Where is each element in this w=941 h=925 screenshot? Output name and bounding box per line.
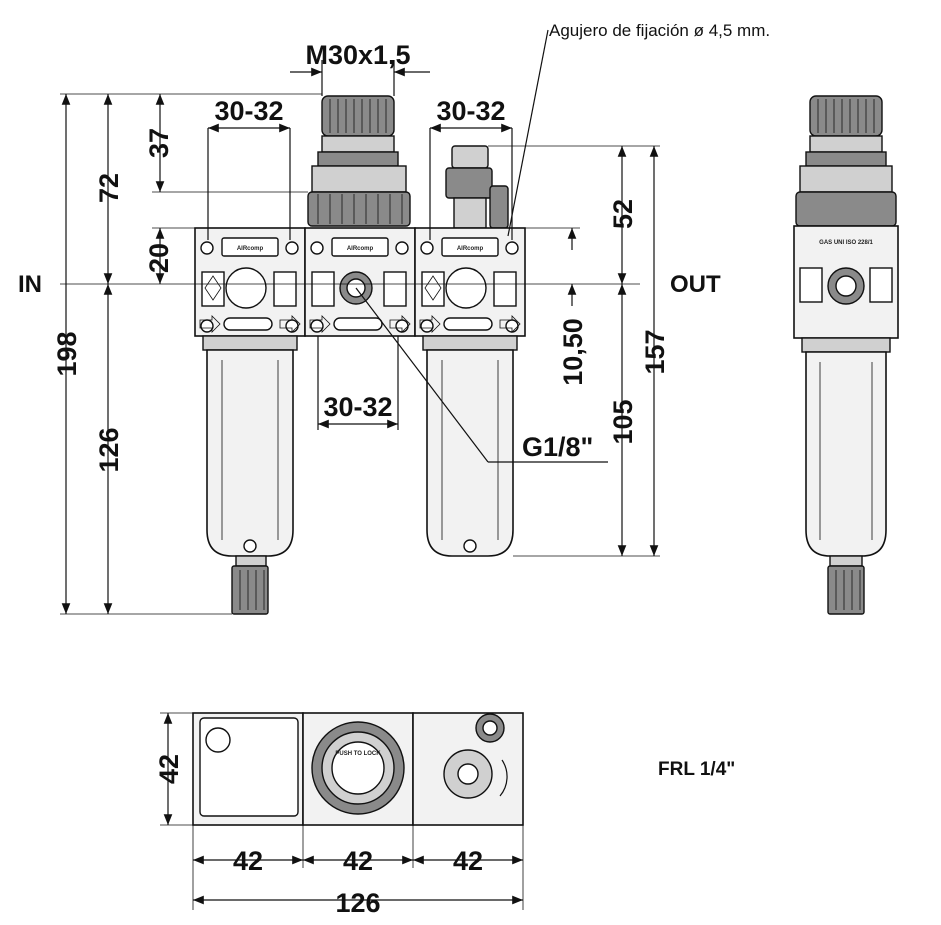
dim-72: 72 [94, 173, 124, 203]
dim-plan-w1: 42 [233, 846, 263, 876]
body-blocks: AIRcomp AIRcomp AIRcomp [194, 227, 526, 337]
dim-10-50: 10,50 [558, 318, 588, 386]
dim-wrench-bottom: 30-32 [323, 392, 392, 422]
front-view: AIRcomp AIRcomp AIRcomp [60, 95, 640, 615]
brand-label-filter: AIRcomp [237, 246, 264, 252]
front-dimensions: M30x1,5 30-32 30-32 30-32 37 20 72 126 [18, 21, 770, 615]
note-mounting-hole: Agujero de fijación ø 4,5 mm. [549, 21, 770, 40]
dim-wrench-regulator: 30-32 [214, 96, 283, 126]
dim-198: 198 [52, 331, 82, 376]
lubricator-bowl [422, 335, 518, 557]
dim-20: 20 [144, 243, 174, 273]
dim-plan-w2: 42 [343, 846, 373, 876]
plan-dimensions: 42 42 42 42 126 FRL 1/4" [154, 712, 735, 918]
dim-105: 105 [608, 399, 638, 444]
filter-bowl [202, 335, 298, 615]
dim-wrench-lubricator: 30-32 [436, 96, 505, 126]
dim-thread: M30x1,5 [305, 40, 410, 70]
label-in: IN [18, 271, 42, 298]
dim-plan-total: 126 [335, 888, 380, 918]
dim-gauge-port: G1/8" [522, 432, 593, 462]
regulator-knob [307, 95, 411, 227]
side-view: GAS UNI ISO 228/1 [793, 95, 899, 615]
dim-126: 126 [94, 427, 124, 472]
dim-52: 52 [608, 199, 638, 229]
dim-37: 37 [144, 128, 174, 158]
gas-standard-label: GAS UNI ISO 228/1 [819, 240, 873, 246]
lubricator-top [445, 145, 509, 229]
label-out: OUT [670, 271, 721, 298]
model-label: FRL 1/4" [658, 759, 735, 780]
plan-view: PUSH TO LOCK [192, 712, 524, 826]
dim-157: 157 [640, 329, 670, 374]
dim-plan-depth: 42 [154, 754, 184, 784]
push-to-lock-label: PUSH TO LOCK [335, 751, 381, 757]
brand-label-lubricator: AIRcomp [457, 246, 484, 252]
brand-label-regulator: AIRcomp [347, 246, 374, 252]
dim-plan-w3: 42 [453, 846, 483, 876]
